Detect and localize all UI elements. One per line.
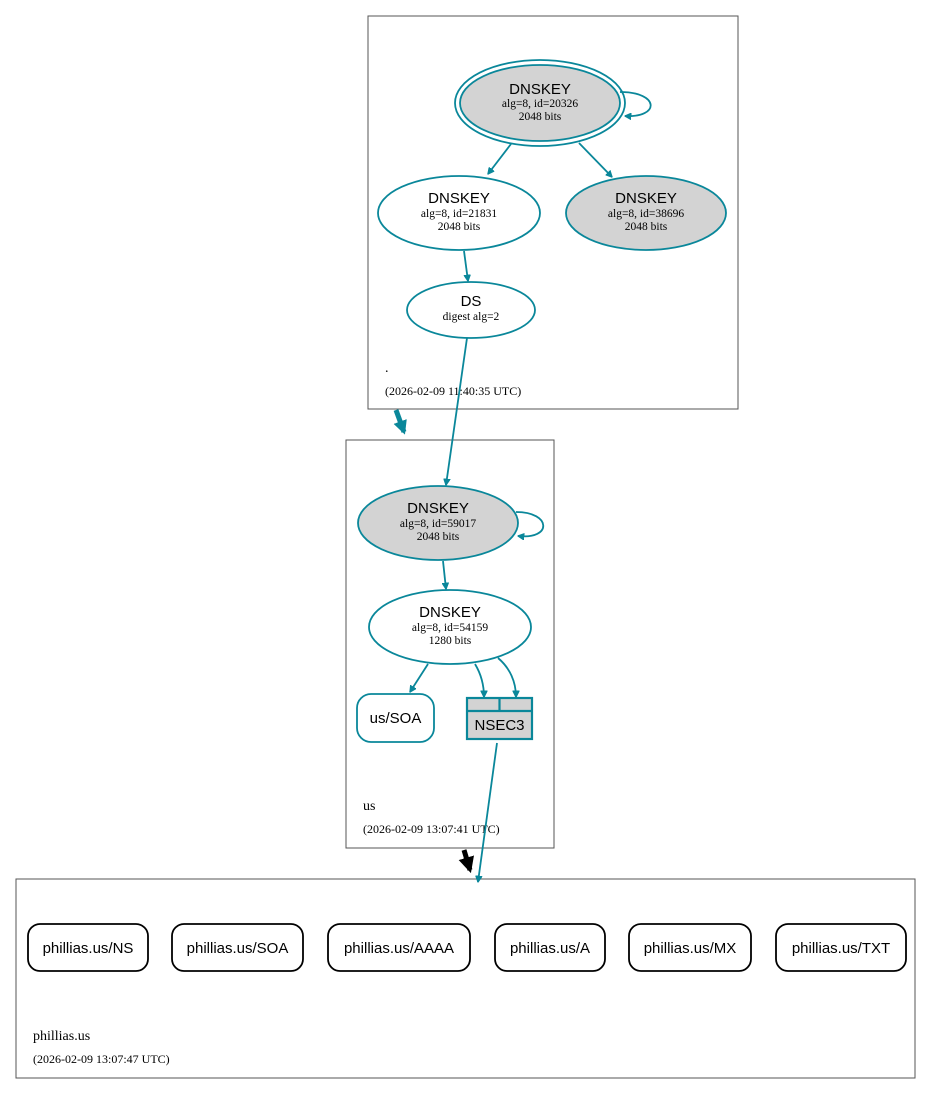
node-root-ds-params: digest alg=2: [443, 311, 500, 323]
edge-root-zsk-ds: [463, 250, 468, 281]
node-phillias-ns-label: phillias.us/NS: [43, 940, 134, 957]
node-phillias-mx-label: phillias.us/MX: [644, 940, 737, 957]
edge-us-ksk-zsk: [443, 560, 446, 589]
node-root-ds-title: DS: [461, 293, 482, 310]
node-root-ksk-params: alg=8, id=20326: [502, 98, 578, 110]
node-root-zsk-bits: 2048 bits: [438, 221, 481, 233]
node-us-zsk-bits: 1280 bits: [429, 635, 472, 647]
node-root-ksk-bits: 2048 bits: [519, 111, 562, 123]
node-us-ksk-title: DNSKEY: [407, 500, 469, 517]
edge-root-ksk-self: [619, 91, 652, 116]
node-root-ksk[interactable]: DNSKEY alg=8, id=20326 2048 bits: [454, 59, 626, 147]
node-root-ksk-title: DNSKEY: [509, 81, 571, 98]
zone-us-box: [345, 439, 555, 849]
node-phillias-a-label: phillias.us/A: [510, 940, 590, 957]
edge-us-ksk-self: [515, 511, 545, 536]
node-phillias-soa[interactable]: phillias.us/SOA: [171, 923, 304, 972]
node-phillias-soa-label: phillias.us/SOA: [187, 940, 289, 957]
node-us-nsec3-label: NSEC3: [474, 717, 524, 734]
node-phillias-mx[interactable]: phillias.us/MX: [628, 923, 752, 972]
node-root-key3-title: DNSKEY: [615, 190, 677, 207]
zone-root-name: .: [385, 361, 389, 376]
node-root-key3-params: alg=8, id=38696: [608, 208, 684, 220]
node-phillias-aaaa-label: phillias.us/AAAA: [344, 940, 454, 957]
node-root-zsk[interactable]: DNSKEY alg=8, id=21831 2048 bits: [377, 175, 541, 251]
edge-nsec3-phillias: [478, 742, 498, 882]
node-us-zsk-params: alg=8, id=54159: [412, 622, 488, 634]
edge-us-phillias-delegation: [458, 849, 474, 874]
node-phillias-a[interactable]: phillias.us/A: [494, 923, 606, 972]
node-phillias-aaaa[interactable]: phillias.us/AAAA: [327, 923, 471, 972]
node-us-ksk[interactable]: DNSKEY alg=8, id=59017 2048 bits: [357, 485, 519, 561]
node-us-ksk-params: alg=8, id=59017: [400, 518, 476, 530]
node-root-key3-bits: 2048 bits: [625, 221, 668, 233]
zone-root-time: (2026-02-09 11:40:35 UTC): [385, 384, 521, 398]
zone-phillias-name: phillias.us: [33, 1029, 90, 1044]
node-us-nsec3[interactable]: NSEC3: [465, 696, 534, 741]
edge-ds-us-ksk: [446, 337, 468, 485]
zone-us-time: (2026-02-09 13:07:41 UTC): [363, 822, 500, 836]
edge-us-zsk-nsec3-a: [474, 663, 484, 697]
edge-us-zsk-soa: [410, 663, 429, 692]
node-phillias-ns[interactable]: phillias.us/NS: [27, 923, 149, 972]
node-us-ksk-bits: 2048 bits: [417, 531, 460, 543]
node-us-soa[interactable]: us/SOA: [356, 693, 435, 743]
node-root-key3[interactable]: DNSKEY alg=8, id=38696 2048 bits: [565, 175, 727, 251]
node-us-soa-label: us/SOA: [370, 710, 422, 727]
node-us-zsk[interactable]: DNSKEY alg=8, id=54159 1280 bits: [368, 589, 532, 665]
node-phillias-txt-label: phillias.us/TXT: [792, 940, 890, 957]
node-root-zsk-title: DNSKEY: [428, 190, 490, 207]
edge-us-zsk-nsec3-b: [497, 657, 516, 697]
node-phillias-txt[interactable]: phillias.us/TXT: [775, 923, 907, 972]
node-us-zsk-title: DNSKEY: [419, 604, 481, 621]
edge-root-ksk-zsk: [488, 143, 512, 174]
zone-us-name: us: [363, 799, 375, 814]
node-root-zsk-params: alg=8, id=21831: [421, 208, 497, 220]
zone-phillias-time: (2026-02-09 13:07:47 UTC): [33, 1052, 170, 1066]
node-root-ds[interactable]: DS digest alg=2: [406, 281, 536, 339]
zone-root-box: [367, 15, 739, 410]
zone-phillias-box: [15, 878, 916, 1079]
edge-root-us-delegation: [393, 409, 407, 435]
edge-root-ksk-key3: [578, 142, 612, 177]
